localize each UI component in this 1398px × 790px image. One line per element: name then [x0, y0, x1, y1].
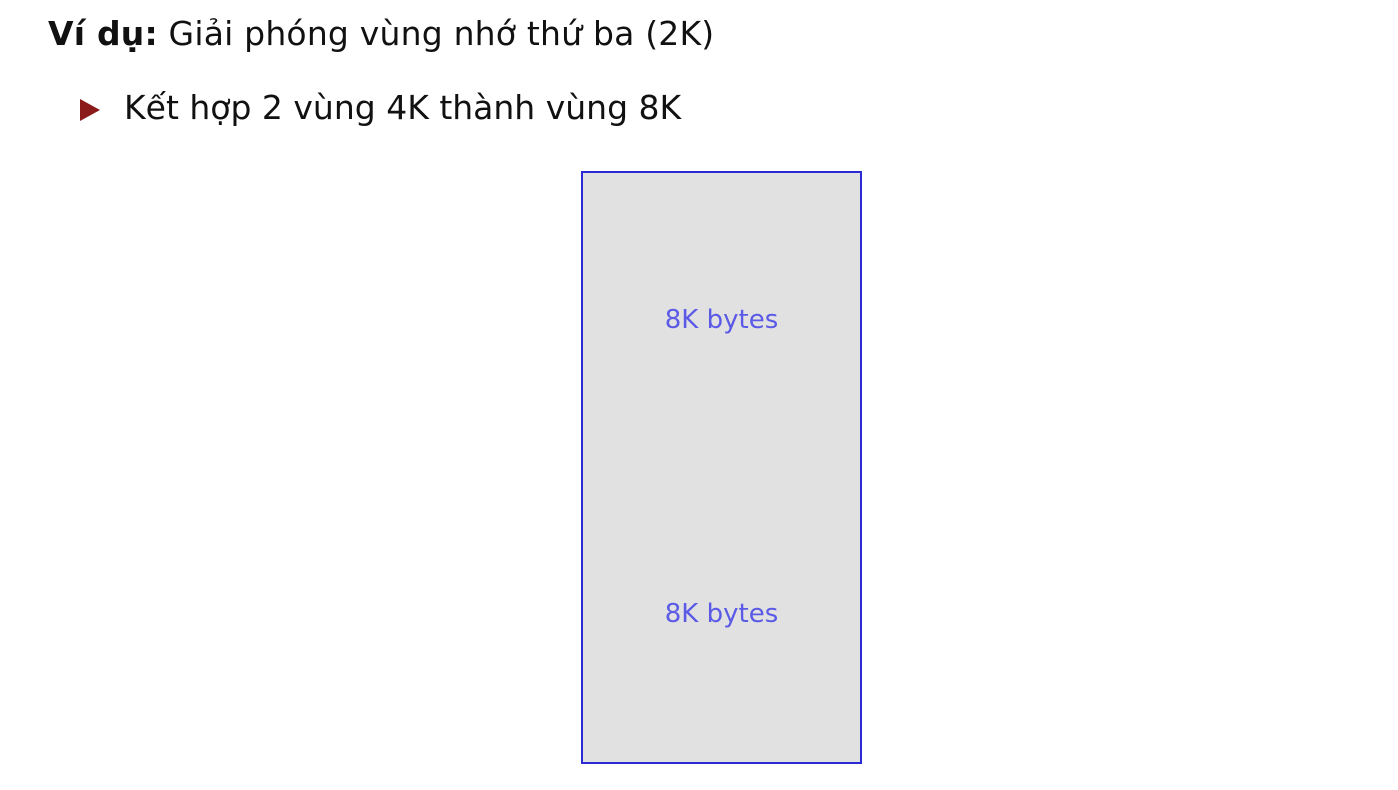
memory-block-label: 8K bytes	[664, 599, 779, 629]
bullet-item: Kết hợp 2 vùng 4K thành vùng 8K	[80, 83, 681, 133]
memory-block-lower: 8K bytes	[581, 466, 862, 764]
triangle-bullet-icon	[80, 99, 100, 121]
example-label: Ví dụ:	[48, 14, 158, 53]
bullet-text: Kết hợp 2 vùng 4K thành vùng 8K	[124, 88, 682, 127]
memory-block-stack: 8K bytes 8K bytes	[581, 171, 862, 766]
memory-block-upper: 8K bytes	[581, 171, 862, 468]
example-line: Ví dụ: Giải phóng vùng nhớ thứ ba (2K)	[48, 9, 714, 59]
memory-block-label: 8K bytes	[664, 304, 779, 335]
example-text: Giải phóng vùng nhớ thứ ba (2K)	[157, 14, 715, 53]
